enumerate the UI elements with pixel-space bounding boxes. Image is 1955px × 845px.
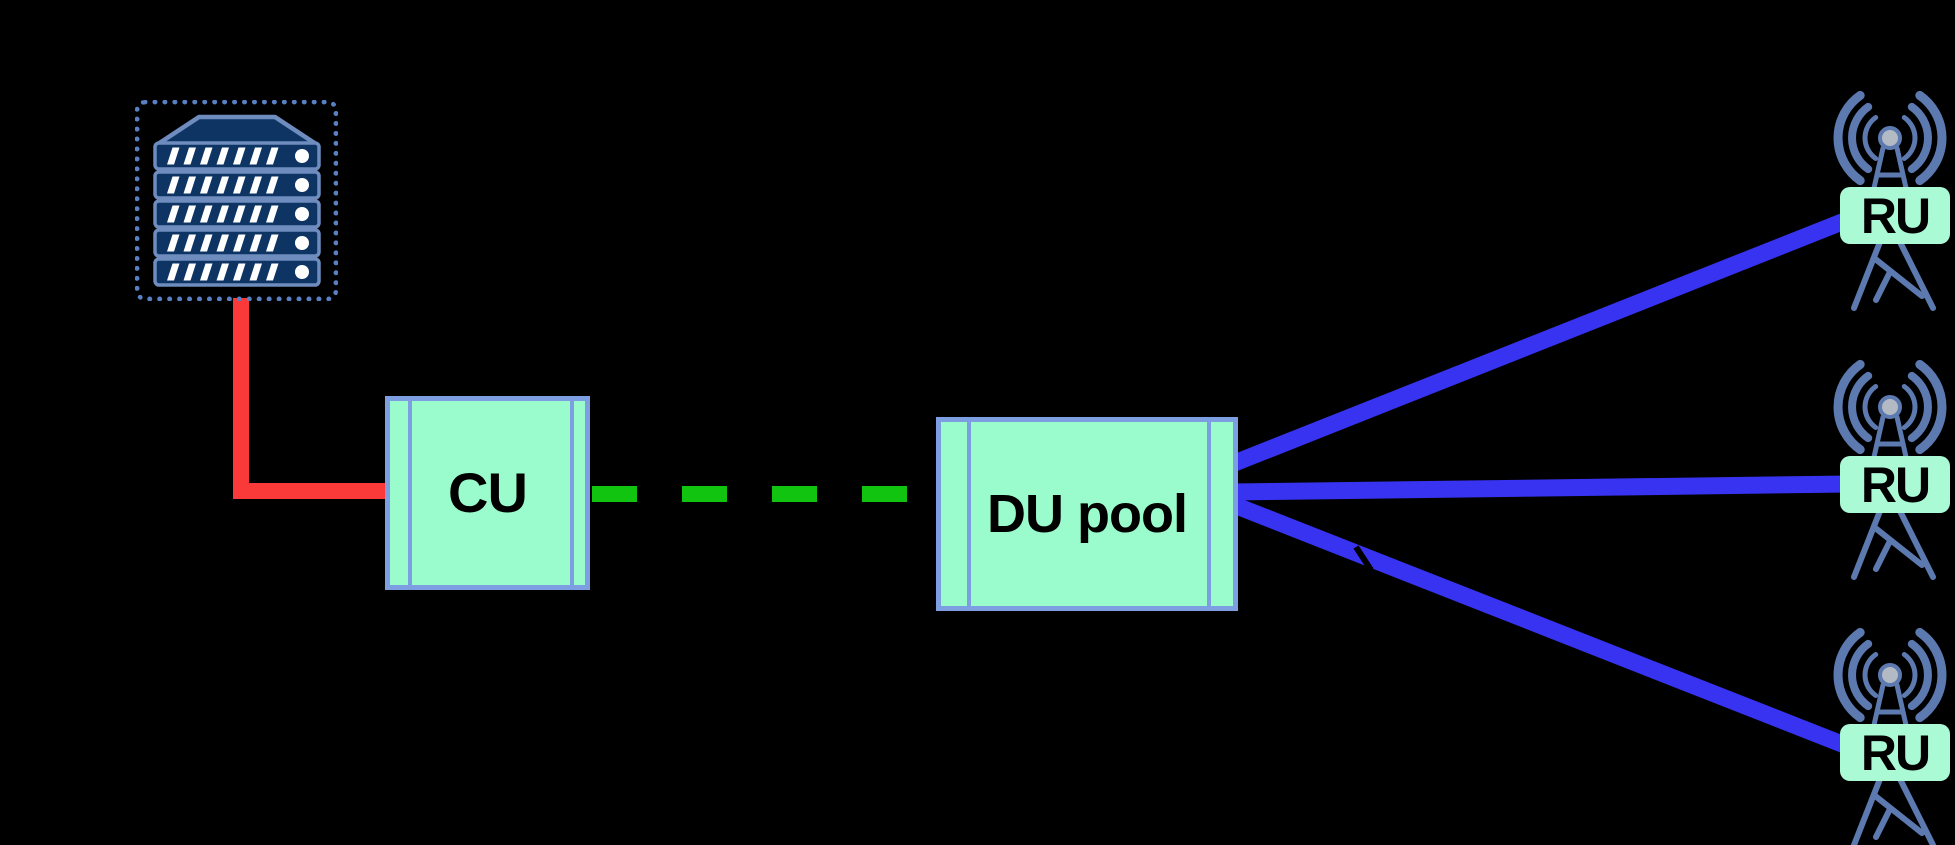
ru-label: RU — [1840, 187, 1950, 244]
du-ru-link-2 — [1231, 475, 1851, 501]
du-pool-node: DU pool — [936, 417, 1238, 611]
ru-node-2: RU — [1830, 359, 1950, 581]
server-rack-icon — [153, 114, 321, 287]
datacenter-dotted-frame — [135, 100, 338, 301]
ru-label: RU — [1840, 724, 1950, 781]
antenna-tower-icon — [1833, 359, 1947, 580]
du-ru-link-3-notch — [1353, 545, 1374, 572]
ru-node-1: RU — [1830, 90, 1950, 312]
du-pool-label: DU pool — [987, 484, 1188, 544]
du-side-bar-left — [967, 422, 971, 606]
cu-node: CU — [385, 396, 590, 590]
du-ru-link-1 — [1228, 210, 1856, 472]
ru-label: RU — [1840, 456, 1950, 513]
du-ru-link-3 — [1230, 497, 1856, 756]
cu-side-bar-left — [408, 401, 412, 585]
antenna-tower-icon — [1833, 90, 1947, 311]
datacenter-cu-link — [233, 298, 389, 499]
antenna-tower-icon — [1833, 627, 1947, 845]
cu-label: CU — [448, 461, 528, 524]
ru-node-3: RU — [1830, 627, 1950, 845]
du-side-bar-right — [1207, 422, 1211, 606]
cu-side-bar-right — [570, 401, 574, 585]
